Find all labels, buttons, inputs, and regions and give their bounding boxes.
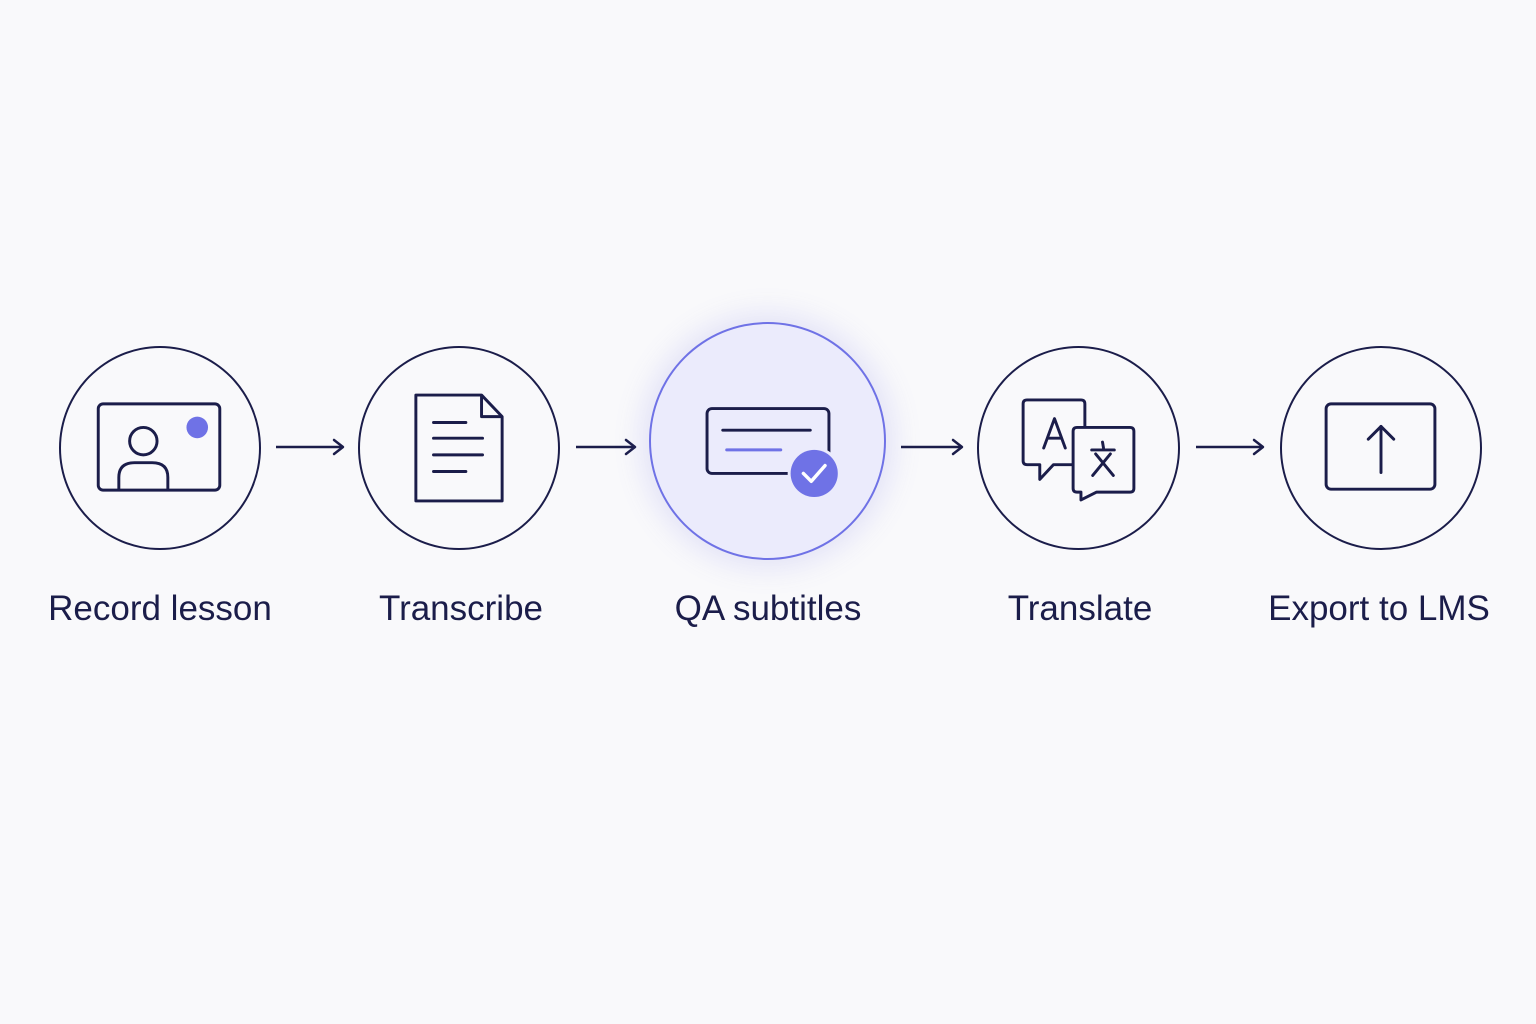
step-label: QA subtitles: [674, 589, 862, 628]
subtitles-check-icon: [705, 407, 841, 500]
arrow-icon: [576, 438, 637, 456]
arrow-icon: [1196, 438, 1265, 456]
arrow-icon: [901, 438, 964, 456]
step-label: Export to LMS: [1268, 589, 1490, 628]
step-export-to-lms: [1280, 346, 1482, 550]
step-translate: [977, 346, 1180, 550]
step-transcribe: [358, 346, 560, 550]
step-qa-subtitles: [649, 322, 886, 560]
translate-icon: [1021, 398, 1136, 502]
video-person-icon: [96, 402, 222, 492]
step-record-lesson: [59, 346, 261, 550]
step-label: Record lesson: [48, 589, 272, 628]
upload-icon: [1324, 402, 1437, 491]
step-label: Translate: [1007, 589, 1153, 628]
document-icon: [414, 393, 504, 503]
arrow-icon: [276, 438, 345, 456]
step-label: Transcribe: [378, 589, 544, 628]
